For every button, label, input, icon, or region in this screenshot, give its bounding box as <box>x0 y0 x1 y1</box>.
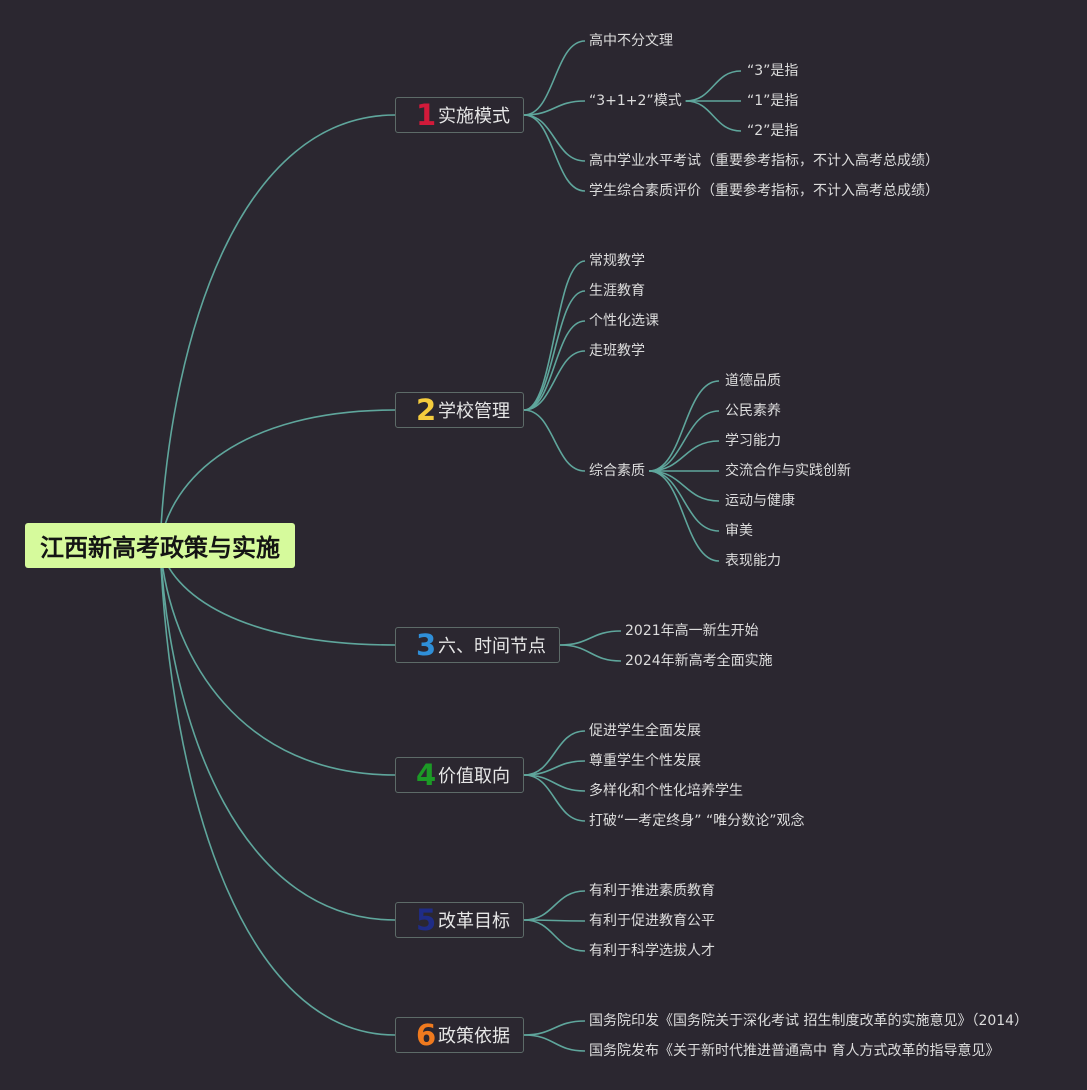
branch-number-2: 2 <box>416 392 437 427</box>
root-link <box>159 544 396 1036</box>
branch-label-3: 六、时间节点 <box>438 636 546 657</box>
leaf-node[interactable]: 高中不分文理 <box>589 33 673 49</box>
branch-link <box>523 114 586 192</box>
sub-leaf-node[interactable]: 公民素养 <box>725 403 781 419</box>
leaf-node[interactable]: 个性化选课 <box>589 313 659 329</box>
branch-label-2: 学校管理 <box>438 401 510 422</box>
leaf-node[interactable]: 走班教学 <box>589 343 645 359</box>
branch-number-1: 1 <box>416 97 437 132</box>
sub-leaf-node[interactable]: 表现能力 <box>725 553 781 569</box>
leaf-node[interactable]: “3+1+2”模式 <box>589 93 682 109</box>
leaf-node[interactable]: 促进学生全面发展 <box>589 723 701 739</box>
root-label: 江西新高考政策与实施 <box>40 534 280 562</box>
sub-leaf-node[interactable]: “3”是指 <box>747 63 799 79</box>
leaf-node[interactable]: 有利于推进素质教育 <box>589 883 715 899</box>
branch-link <box>523 409 586 472</box>
branch-link <box>559 630 622 646</box>
branch-number-6: 6 <box>416 1017 437 1052</box>
leaf-node[interactable]: 2024年新高考全面实施 <box>625 653 773 669</box>
branch-link <box>523 1020 586 1036</box>
leaf-node[interactable]: 有利于科学选拔人才 <box>589 943 715 959</box>
branch-link <box>523 350 586 411</box>
branch-link <box>523 919 586 952</box>
sub-link <box>648 380 720 472</box>
root-link <box>159 114 396 546</box>
sub-leaf-node[interactable]: 交流合作与实践创新 <box>725 463 851 479</box>
leaf-node[interactable]: 国务院发布《关于新时代推进普通高中 育人方式改革的指导意见》 <box>589 1043 1000 1059</box>
root-link <box>159 544 396 776</box>
sub-link <box>648 470 720 562</box>
sub-leaf-node[interactable]: “1”是指 <box>747 93 799 109</box>
root-link <box>159 409 396 546</box>
leaf-node[interactable]: 有利于促进教育公平 <box>589 913 715 929</box>
branch-label-1: 实施模式 <box>438 106 510 127</box>
sub-link <box>648 410 720 472</box>
leaf-node[interactable]: 2021年高一新生开始 <box>625 623 759 639</box>
sub-link <box>648 440 720 472</box>
sub-leaf-node[interactable]: 运动与健康 <box>725 493 795 509</box>
leaf-node[interactable]: 常规教学 <box>589 253 645 269</box>
sub-leaf-node[interactable]: 审美 <box>725 523 753 539</box>
branch-link <box>559 644 622 662</box>
leaf-node[interactable]: 综合素质 <box>589 463 645 479</box>
branch-link <box>523 290 586 411</box>
branch-link <box>523 260 586 411</box>
sub-link <box>648 470 720 532</box>
branch-link <box>523 100 586 116</box>
branch-link <box>523 730 586 776</box>
sub-link <box>685 100 742 132</box>
root-link <box>159 544 396 921</box>
sub-link <box>648 470 720 502</box>
branch-number-3: 3 <box>416 627 437 662</box>
sub-leaf-node[interactable]: “2”是指 <box>747 123 799 139</box>
branch-link <box>523 40 586 116</box>
branch-label-6: 政策依据 <box>438 1026 510 1047</box>
leaf-node[interactable]: 打破“一考定终身” “唯分数论”观念 <box>589 813 805 829</box>
sub-leaf-node[interactable]: 学习能力 <box>725 433 781 449</box>
leaf-node[interactable]: 尊重学生个性发展 <box>589 753 701 769</box>
sub-leaf-node[interactable]: 道德品质 <box>725 373 781 389</box>
leaf-node[interactable]: 学生综合素质评价（重要参考指标，不计入高考总成绩） <box>589 183 939 199</box>
branch-link <box>523 890 586 921</box>
branch-link <box>523 774 586 822</box>
leaf-node[interactable]: 高中学业水平考试（重要参考指标，不计入高考总成绩） <box>589 153 939 169</box>
branch-link <box>523 320 586 411</box>
branch-link <box>523 1034 586 1052</box>
branch-label-5: 改革目标 <box>438 911 510 932</box>
branch-number-4: 4 <box>416 757 437 792</box>
branch-number-5: 5 <box>416 902 437 937</box>
sub-link <box>685 70 742 102</box>
leaf-node[interactable]: 多样化和个性化培养学生 <box>589 783 743 799</box>
leaf-node[interactable]: 国务院印发《国务院关于深化考试 招生制度改革的实施意见》（2014） <box>589 1013 1029 1029</box>
root-node[interactable]: 江西新高考政策与实施 <box>25 523 295 568</box>
leaf-node[interactable]: 生涯教育 <box>589 283 645 299</box>
branch-label-4: 价值取向 <box>438 766 510 787</box>
